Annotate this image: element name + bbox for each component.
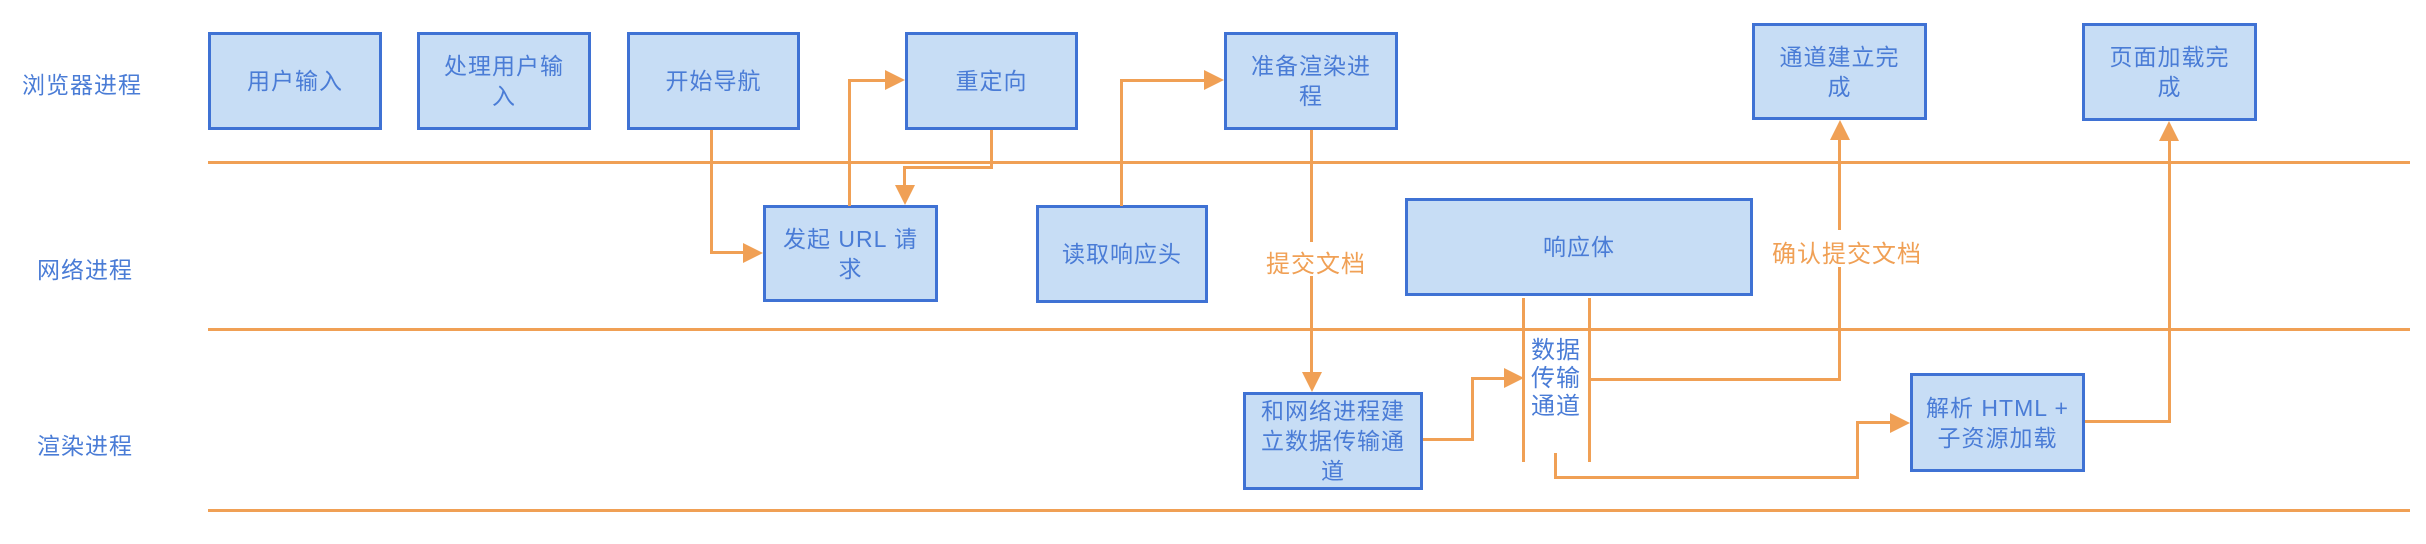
lane-divider-renderer [208,509,2410,512]
arrowhead-into-establish-data-channel [1302,372,1322,392]
label-data-transfer-channel: 数据 传输 通道 [1531,337,1581,420]
edge-pipe-to-parsehtml-segment [1554,453,1557,479]
node-user-input: 用户输入 [208,32,382,130]
edge-confirm-commit-segment [1588,378,1841,381]
arrowhead-into-url-request-top [895,185,915,205]
node-prepare-renderer: 准备渲染进 程 [1224,32,1398,130]
arrowhead-into-channel-established [1830,120,1850,140]
edge-readheaders-to-preparerenderer-segment [1120,79,1206,82]
node-read-response-headers: 读取响应头 [1036,205,1208,303]
edge-urlrequest-to-redirect-segment [848,79,887,82]
lane-label-network-process: 网络进程 [37,257,133,283]
arrowhead-into-page-loaded [2159,121,2179,141]
edge-redirect-to-urlrequest-segment [903,166,906,188]
node-parse-html: 解析 HTML + 子资源加载 [1910,373,2085,472]
edge-establish-to-pipe-segment [1423,438,1473,441]
lane-divider-network [208,328,2410,331]
edge-pipe-to-parsehtml-segment [1554,476,1859,479]
edge-label-confirm-commit-document: 确认提交文档 [1772,241,1922,268]
arrowhead-into-redirect [885,70,905,90]
edge-confirm-commit-segment [1838,140,1841,230]
edge-redirect-to-urlrequest-segment [903,166,993,169]
edge-parsehtml-to-pageloaded-segment [2168,141,2171,423]
edge-pipe-to-parsehtml-segment [1856,421,1859,479]
node-start-navigation: 开始导航 [627,32,800,130]
edge-establish-to-pipe-segment [1471,377,1506,380]
node-send-url-request: 发起 URL 请 求 [763,205,938,302]
edge-establish-to-pipe-segment [1471,377,1474,441]
edge-commit-document-segment [1310,276,1313,374]
edge-startnav-to-urlrequest-segment [710,130,713,254]
lane-label-browser-process: 浏览器进程 [22,72,142,98]
arrowhead-into-parse-html [1890,413,1910,433]
lane-label-renderer-process: 渲染进程 [37,433,133,459]
edge-commit-document-segment [1310,130,1313,242]
lane-divider-browser [208,161,2410,164]
node-response-body: 响应体 [1405,198,1753,296]
data-pipe-left-wall [1522,298,1525,462]
edge-pipe-to-parsehtml-segment [1856,421,1892,424]
node-handle-user-input: 处理用户输 入 [417,32,591,130]
node-channel-established: 通道建立完 成 [1752,23,1927,120]
node-page-loaded: 页面加载完 成 [2082,23,2257,121]
arrowhead-into-prepare-renderer [1204,70,1224,90]
arrowhead-into-data-pipe [1504,368,1524,388]
node-establish-data-channel: 和网络进程建 立数据传输通 道 [1243,392,1423,490]
arrowhead-into-url-request [743,243,763,263]
edge-readheaders-to-preparerenderer-segment [1120,79,1123,206]
node-redirect: 重定向 [905,32,1078,130]
edge-startnav-to-urlrequest-segment [710,251,745,254]
edge-confirm-commit-segment [1838,267,1841,381]
edge-redirect-to-urlrequest-segment [990,130,993,169]
edge-parsehtml-to-pageloaded-segment [2085,420,2171,423]
edge-urlrequest-to-redirect-segment [848,79,851,206]
edge-label-commit-document: 提交文档 [1266,251,1366,278]
